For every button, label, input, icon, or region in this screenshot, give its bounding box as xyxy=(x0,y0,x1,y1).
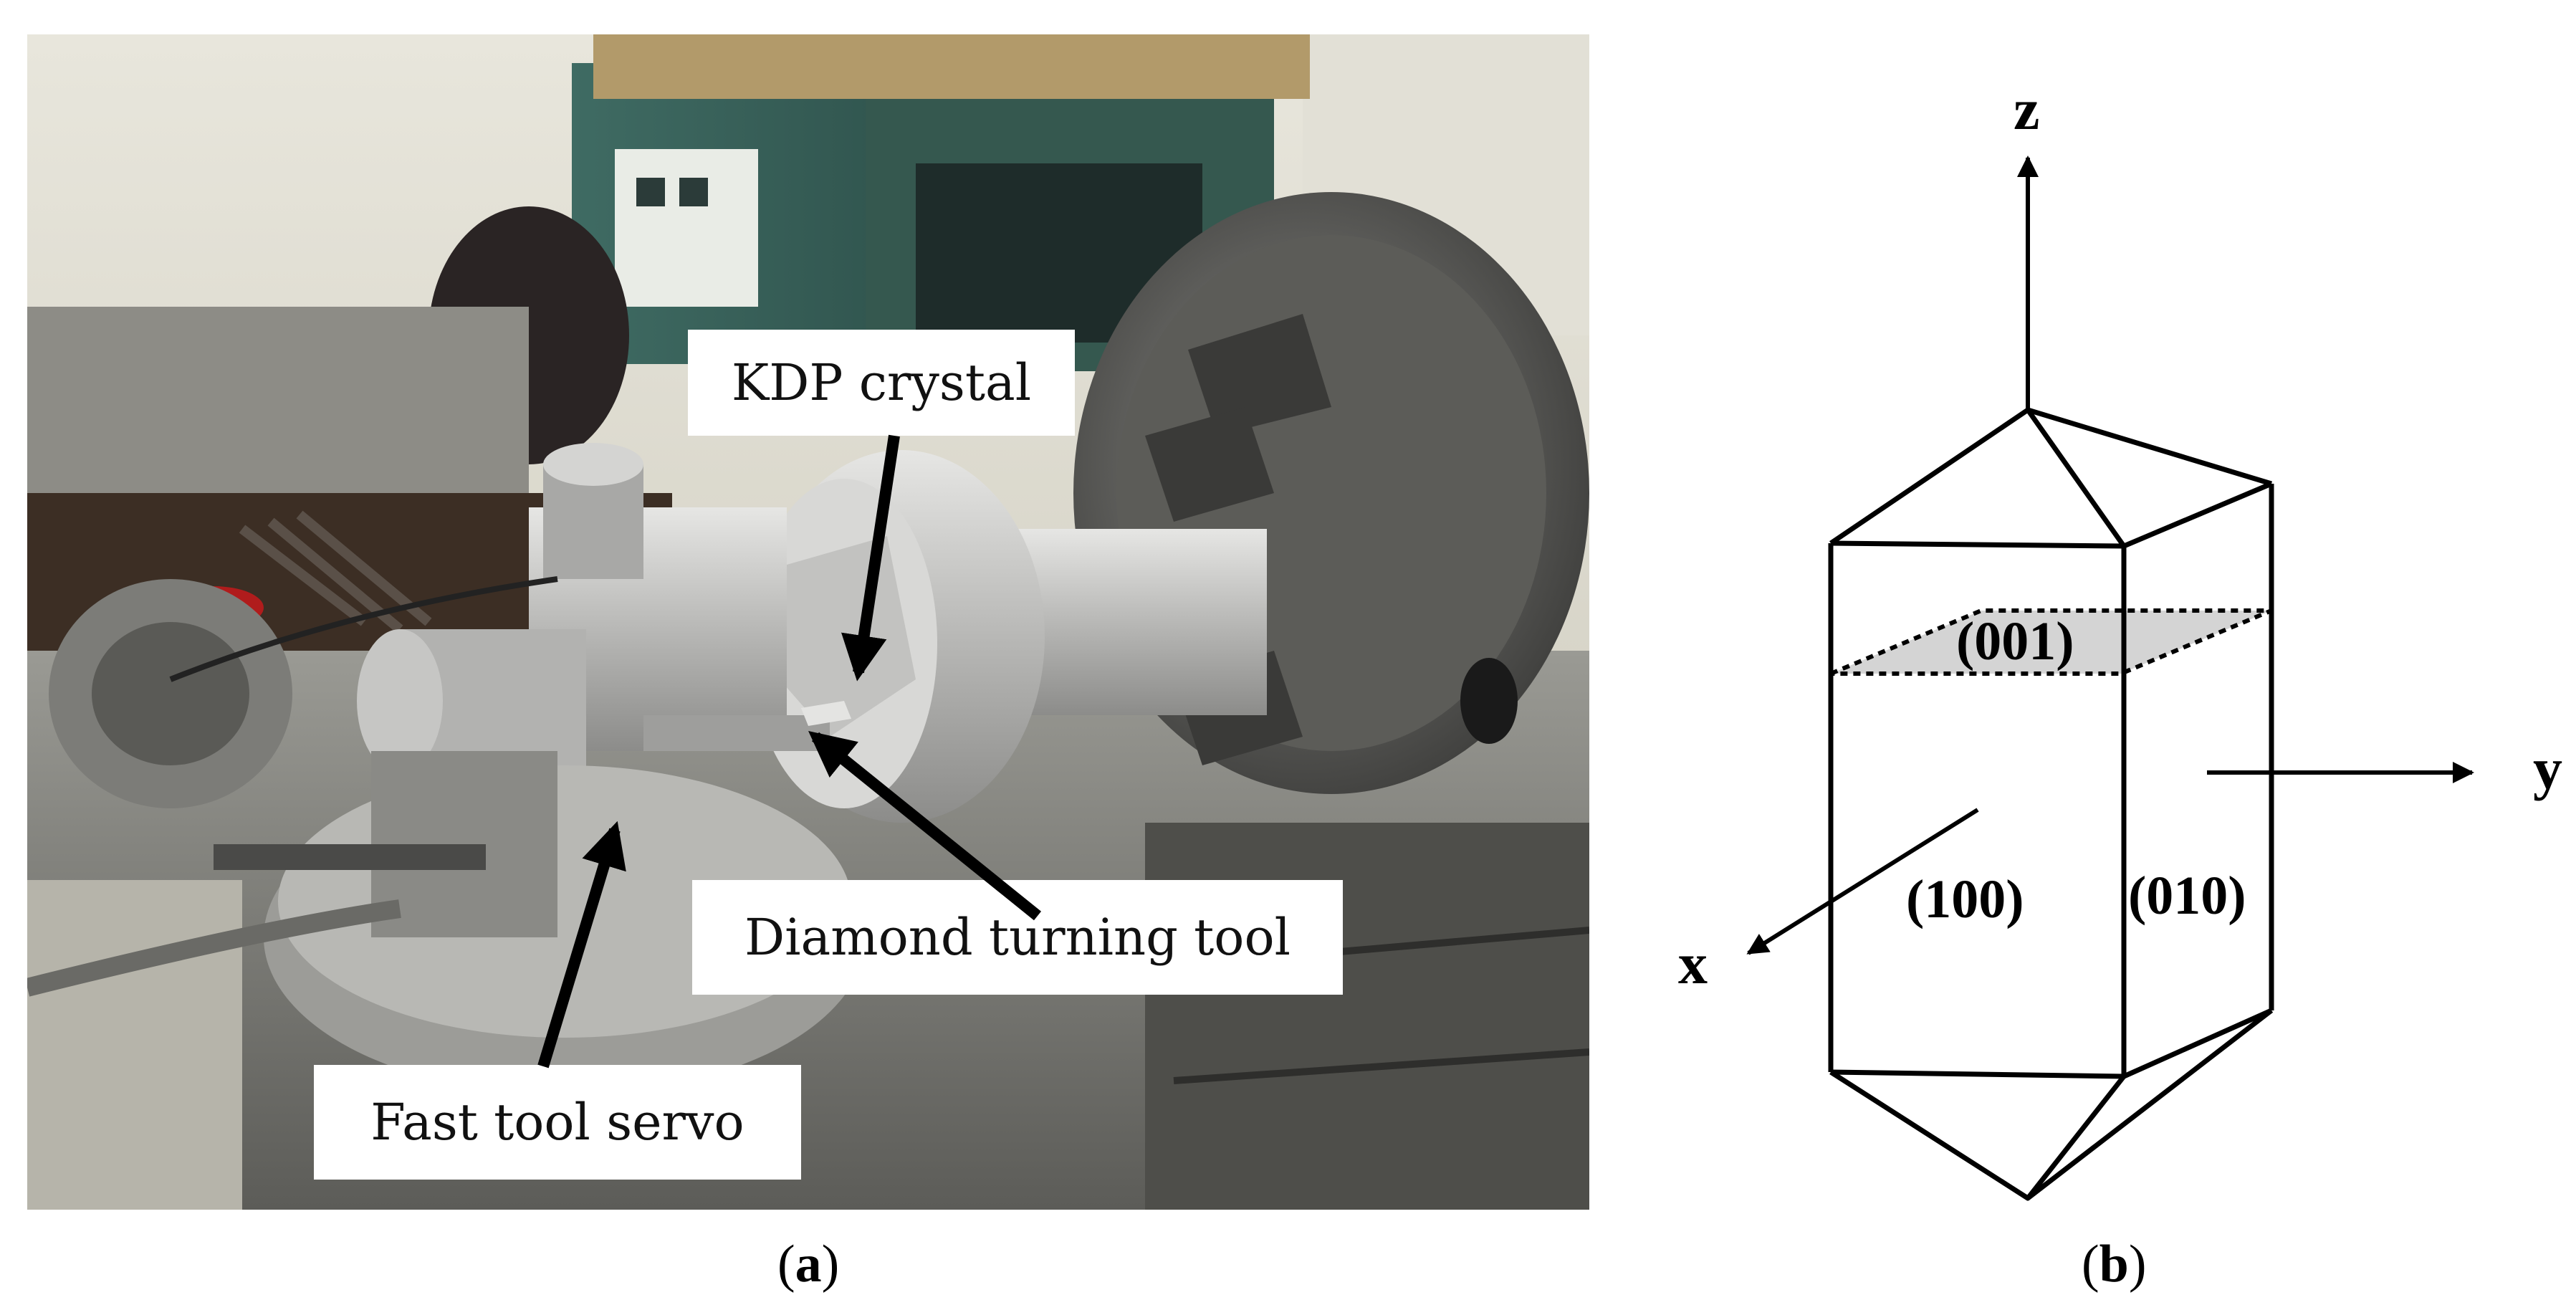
face-010-label: (010) xyxy=(2128,866,2246,926)
x-axis xyxy=(1746,808,1979,955)
x-axis-label: x xyxy=(1678,931,1708,996)
panel-b-diagram: z (001) y x (100) (010) xyxy=(1648,72,2576,1233)
face-100-label: (100) xyxy=(1906,869,2024,929)
fast-tool-servo-label: Fast tool servo xyxy=(314,1065,801,1180)
plane-001-label: (001) xyxy=(1956,611,2074,671)
kdp-crystal-arrow xyxy=(841,434,900,682)
panel-b-caption: (b) xyxy=(2082,1235,2147,1294)
crystal-diagram: z (001) y x (100) (010) xyxy=(1678,77,2562,1201)
pointer-arrows xyxy=(537,434,1042,1068)
z-axis-label: z xyxy=(2014,77,2039,142)
panel-a-caption: (a) xyxy=(777,1235,840,1294)
crystal-outline xyxy=(1828,407,2274,1201)
fast-tool-servo-arrow xyxy=(537,821,626,1068)
kdp-crystal-label: KDP crystal xyxy=(688,330,1075,436)
y-axis-label: y xyxy=(2533,736,2562,801)
diamond-turning-tool-arrow xyxy=(808,730,1042,921)
panel-a-photo: KDP crystal Diamond turning tool Fast to… xyxy=(27,34,1589,1210)
